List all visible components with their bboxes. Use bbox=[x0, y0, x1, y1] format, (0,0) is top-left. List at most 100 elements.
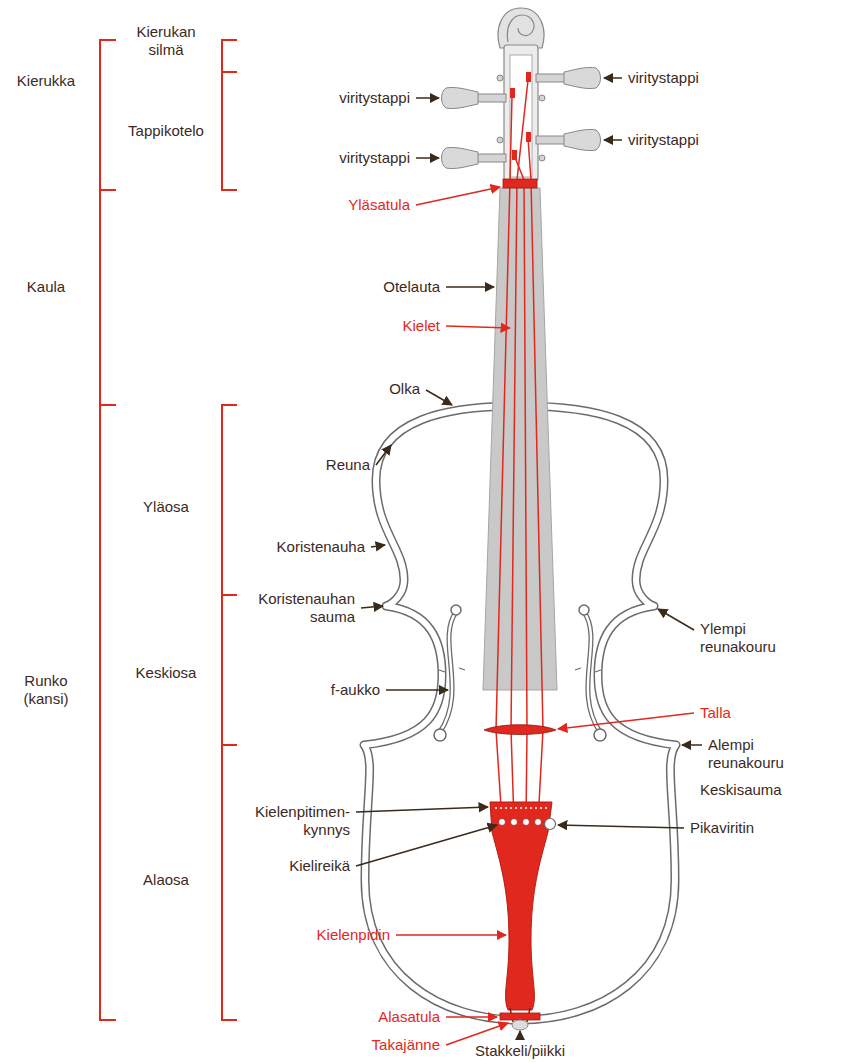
fine-tuner bbox=[545, 819, 556, 830]
end-button bbox=[512, 1020, 528, 1030]
part-label: Alempi reunakouru bbox=[708, 736, 808, 772]
leader-arrow bbox=[658, 609, 694, 630]
part-label: Stakkeli/piikki bbox=[475, 1042, 565, 1060]
part-label: Takajänne bbox=[372, 1036, 440, 1054]
bridge bbox=[484, 725, 556, 735]
scroll bbox=[507, 15, 534, 42]
leader-arrow bbox=[356, 807, 488, 812]
pegbox bbox=[504, 45, 538, 181]
section-label: Alaosa bbox=[143, 871, 189, 889]
part-label: Kielireikä bbox=[289, 857, 350, 875]
part-label: viritystappi bbox=[339, 89, 410, 107]
leader-arrow bbox=[361, 606, 383, 608]
part-label: Alasatula bbox=[378, 1008, 440, 1026]
tailpiece bbox=[495, 807, 547, 809]
string bbox=[496, 96, 512, 822]
part-label: f-aukko bbox=[331, 681, 380, 699]
tuning-peg bbox=[497, 67, 601, 88]
string bbox=[528, 138, 543, 822]
string bbox=[496, 80, 543, 822]
tailpiece bbox=[490, 802, 552, 1010]
end-button bbox=[512, 1020, 528, 1030]
part-label: Otelauta bbox=[383, 278, 440, 296]
section-label: Kierukka bbox=[17, 72, 75, 90]
leader-arrow bbox=[356, 78, 702, 1040]
part-label: viritystappi bbox=[628, 131, 699, 149]
leader-arrow bbox=[416, 97, 439, 99]
saddle bbox=[500, 1013, 540, 1020]
section-bracket bbox=[100, 40, 116, 1020]
leader-arrow bbox=[386, 689, 448, 691]
string-winding bbox=[526, 132, 531, 142]
string bbox=[514, 155, 527, 822]
section-label: Kaula bbox=[27, 278, 65, 296]
leader-arrow bbox=[371, 545, 385, 547]
leader-arrow bbox=[416, 157, 439, 159]
leader-arrow bbox=[356, 825, 497, 866]
fingerboard bbox=[483, 188, 557, 690]
nut bbox=[503, 179, 537, 188]
string-winding bbox=[512, 150, 517, 160]
leader-arrow-red bbox=[558, 713, 694, 729]
section-label: Kierukan silmä bbox=[118, 23, 214, 59]
leader-arrow-red bbox=[446, 326, 510, 328]
part-label: Kielenpidin bbox=[317, 926, 390, 944]
part-label: Talla bbox=[700, 704, 731, 722]
tailpiece bbox=[499, 819, 506, 826]
leader-arrow bbox=[604, 77, 622, 79]
leader-arrow bbox=[682, 744, 702, 746]
leader-arrow-red bbox=[396, 934, 506, 936]
part-label: Koristenauhan sauma bbox=[245, 590, 355, 626]
string bbox=[511, 80, 528, 822]
section-label: Yläosa bbox=[143, 498, 189, 516]
string-winding bbox=[510, 88, 515, 98]
f-hole bbox=[434, 605, 465, 741]
leader-arrow bbox=[446, 286, 494, 288]
tuning-peg bbox=[442, 87, 546, 108]
string-winding bbox=[526, 72, 531, 82]
section-bracket bbox=[100, 40, 237, 1020]
leader-arrow-red bbox=[396, 187, 694, 1045]
section-label: Keskiosa bbox=[136, 664, 197, 682]
tailpiece bbox=[535, 819, 542, 826]
tuning-peg bbox=[497, 129, 601, 150]
pegbox bbox=[504, 45, 538, 181]
pegbox bbox=[510, 55, 532, 177]
saddle bbox=[500, 1013, 540, 1020]
part-label: viritystappi bbox=[339, 149, 410, 167]
part-label: Kielet bbox=[402, 317, 440, 335]
part-label: Kielenpitimen- kynnys bbox=[242, 803, 350, 839]
tuning-peg bbox=[442, 67, 601, 168]
section-bracket bbox=[222, 40, 237, 190]
part-label: Ylempi reunakouru bbox=[700, 620, 800, 656]
section-label: Tappikotelo bbox=[118, 122, 214, 140]
leader-arrow-red bbox=[416, 187, 500, 205]
string-winding bbox=[510, 72, 531, 160]
section-bracket bbox=[222, 405, 237, 1020]
leader-arrow bbox=[426, 390, 452, 405]
leader-arrow bbox=[604, 139, 622, 141]
part-label: Olka bbox=[389, 380, 420, 398]
f-hole bbox=[575, 605, 606, 741]
part-label: Koristenauha bbox=[277, 538, 365, 556]
tailpiece bbox=[490, 802, 552, 1010]
fingerboard bbox=[483, 188, 557, 690]
leader-arrow bbox=[558, 825, 684, 828]
bridge bbox=[484, 725, 556, 735]
nut bbox=[503, 179, 537, 188]
leader-arrow-red bbox=[446, 1023, 508, 1045]
part-label: Keskisauma bbox=[700, 781, 782, 799]
part-label: Yläsatula bbox=[348, 196, 410, 214]
tailpiece bbox=[523, 819, 530, 826]
part-label: viritystappi bbox=[628, 69, 699, 87]
part-label: Reuna bbox=[326, 456, 370, 474]
section-label: Runko (kansi) bbox=[11, 672, 81, 708]
leader-arrow bbox=[376, 445, 391, 465]
part-label: Pikaviritin bbox=[690, 819, 754, 837]
leader-arrow-red bbox=[446, 1016, 497, 1018]
leader-arrow bbox=[519, 1031, 521, 1040]
tailpiece bbox=[511, 819, 518, 826]
scroll bbox=[498, 8, 544, 48]
